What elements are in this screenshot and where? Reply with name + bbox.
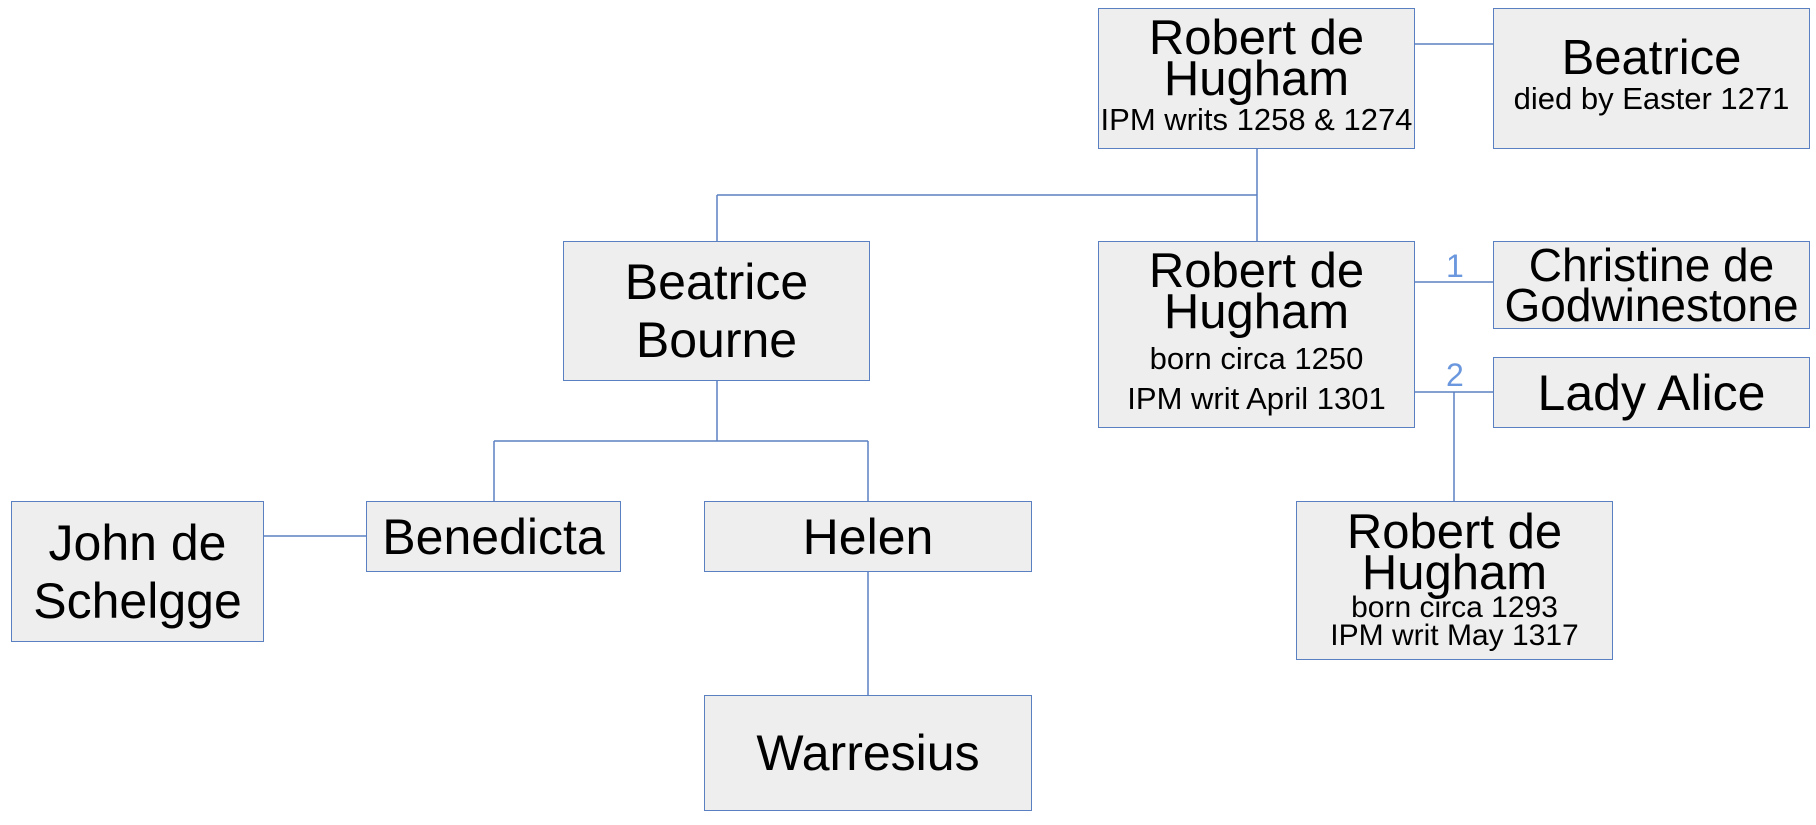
person-detail: IPM writ May 1317 bbox=[1330, 618, 1579, 652]
person-detail: born circa 1293 bbox=[1351, 590, 1558, 624]
marriage-marker-first: 1 bbox=[1446, 248, 1464, 284]
person-name: John de Schelgge bbox=[33, 514, 242, 629]
person-name: Benedicta bbox=[382, 508, 605, 565]
person-name: Beatrice bbox=[1561, 31, 1742, 85]
person-name: Christine de Godwinestone bbox=[1504, 239, 1799, 331]
person-box-robert-iii[interactable]: Robert de Hugham born circa 1293 IPM wri… bbox=[1296, 501, 1613, 660]
person-box-christine[interactable]: Christine de Godwinestone bbox=[1493, 241, 1810, 329]
person-detail: IPM writ April 1301 bbox=[1127, 380, 1386, 416]
person-detail: IPM writs 1258 & 1274 bbox=[1100, 101, 1413, 137]
person-name: Warresius bbox=[756, 725, 980, 781]
person-name: Robert de Hugham bbox=[1148, 10, 1365, 106]
person-box-helen[interactable]: Helen bbox=[704, 501, 1032, 572]
person-name: Robert de Hugham bbox=[1148, 243, 1365, 339]
person-box-robert-ii[interactable]: Robert de Hugham born circa 1250 IPM wri… bbox=[1098, 241, 1415, 428]
person-name: Lady Alice bbox=[1537, 364, 1766, 421]
person-box-beatrice[interactable]: Beatrice died by Easter 1271 bbox=[1493, 8, 1810, 149]
person-box-john[interactable]: John de Schelgge bbox=[11, 501, 264, 642]
person-box-warresius[interactable]: Warresius bbox=[704, 695, 1032, 811]
person-detail: died by Easter 1271 bbox=[1513, 81, 1790, 116]
person-box-beatrice-bourne[interactable]: Beatrice Bourne bbox=[563, 241, 870, 381]
person-name: Helen bbox=[802, 508, 934, 565]
person-detail: born circa 1250 bbox=[1149, 340, 1364, 376]
person-name: Beatrice Bourne bbox=[624, 254, 809, 368]
person-name: Robert de Hugham bbox=[1346, 504, 1563, 600]
person-box-robert-i[interactable]: Robert de Hugham IPM writs 1258 & 1274 bbox=[1098, 8, 1415, 149]
person-box-benedicta[interactable]: Benedicta bbox=[366, 501, 621, 572]
person-box-lady-alice[interactable]: Lady Alice bbox=[1493, 357, 1810, 428]
marriage-marker-second: 2 bbox=[1446, 357, 1464, 393]
